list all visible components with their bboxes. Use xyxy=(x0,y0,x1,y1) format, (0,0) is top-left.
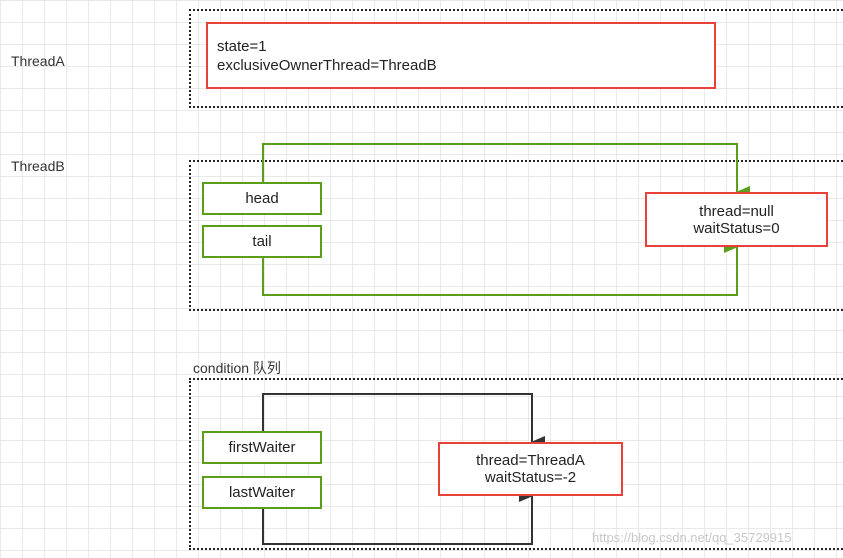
sync-node-thread: thread=null xyxy=(699,202,774,220)
last-waiter-box: lastWaiter xyxy=(202,476,322,509)
last-waiter-label: lastWaiter xyxy=(228,484,296,501)
watermark-text: https://blog.csdn.net/qq_35729915 xyxy=(592,530,792,545)
condition-queue-node: thread=ThreadA waitStatus=-2 xyxy=(438,442,623,496)
sync-node-wait-status: waitStatus=0 xyxy=(693,219,780,237)
condition-queue-label: condition 队列 xyxy=(193,360,281,376)
condition-node-thread: thread=ThreadA xyxy=(476,452,585,469)
thread-b-label: ThreadB xyxy=(11,158,65,174)
first-waiter-label: firstWaiter xyxy=(228,439,296,456)
lock-state-box: state=1 exclusiveOwnerThread=ThreadB xyxy=(206,22,716,89)
lock-owner-line: exclusiveOwnerThread=ThreadB xyxy=(217,56,437,74)
tail-pointer-box: tail xyxy=(202,225,322,258)
thread-a-region xyxy=(189,9,843,108)
condition-node-wait-status: waitStatus=-2 xyxy=(484,469,577,486)
sync-queue-node: thread=null waitStatus=0 xyxy=(645,192,828,247)
first-waiter-box: firstWaiter xyxy=(202,431,322,464)
condition-queue-region xyxy=(189,378,843,550)
tail-label: tail xyxy=(252,233,272,250)
head-label: head xyxy=(245,190,279,207)
head-pointer-box: head xyxy=(202,182,322,215)
thread-a-label: ThreadA xyxy=(11,53,65,69)
lock-state-line: state=1 xyxy=(217,37,267,55)
